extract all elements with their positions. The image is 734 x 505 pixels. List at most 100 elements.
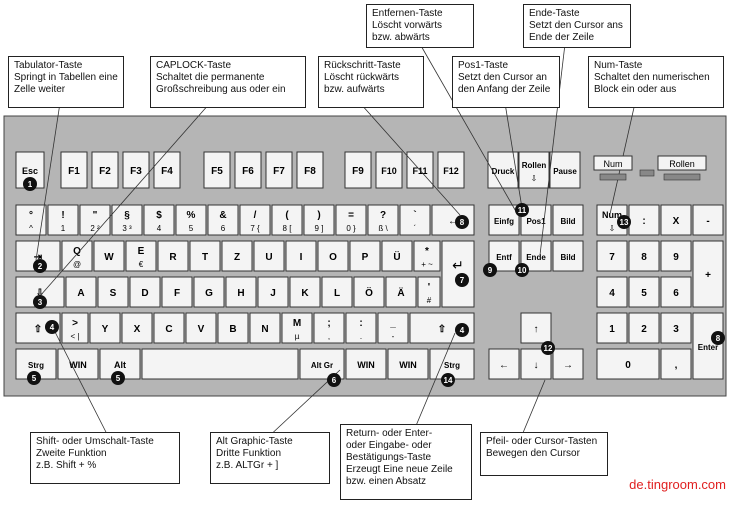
key-less[interactable] — [61, 312, 89, 344]
key-l[interactable] — [321, 276, 353, 308]
key-bild-down[interactable] — [552, 240, 584, 272]
key-r[interactable] — [157, 240, 189, 272]
key-num-7[interactable] — [596, 240, 628, 272]
key-pause[interactable] — [549, 151, 581, 189]
key-num-1[interactable] — [596, 312, 628, 344]
key-f1[interactable] — [60, 151, 88, 189]
key-f8[interactable] — [296, 151, 324, 189]
key-h[interactable] — [225, 276, 257, 308]
key-comma[interactable] — [313, 312, 345, 344]
key-9[interactable] — [303, 204, 335, 236]
key-acute[interactable] — [399, 204, 431, 236]
key-j[interactable] — [257, 276, 289, 308]
key-period[interactable] — [345, 312, 377, 344]
key-a[interactable] — [65, 276, 97, 308]
key-f7[interactable] — [265, 151, 293, 189]
key-minus-label: _ — [389, 318, 396, 329]
key-num-8[interactable] — [628, 240, 660, 272]
key-num-9[interactable] — [660, 240, 692, 272]
key-w[interactable] — [93, 240, 125, 272]
key-rollen-sublabel: ⇩ — [531, 174, 538, 183]
key-3[interactable] — [111, 204, 143, 236]
key-num-4[interactable] — [596, 276, 628, 308]
key-z[interactable] — [221, 240, 253, 272]
key-5[interactable] — [175, 204, 207, 236]
key-win-right[interactable] — [345, 348, 387, 380]
key-num-3[interactable] — [660, 312, 692, 344]
key-ue[interactable] — [381, 240, 413, 272]
key-g[interactable] — [193, 276, 225, 308]
key-einfg[interactable] — [488, 204, 520, 236]
key-v[interactable] — [185, 312, 217, 344]
key-hash[interactable] — [417, 276, 441, 308]
key-menu[interactable] — [387, 348, 429, 380]
key-1[interactable] — [47, 204, 79, 236]
key-space[interactable] — [141, 348, 299, 380]
key-oe[interactable] — [353, 276, 385, 308]
key-num-mul[interactable] — [660, 204, 692, 236]
callout-shift-line: Shift- oder Umschalt-Taste — [36, 436, 154, 447]
key-i[interactable] — [285, 240, 317, 272]
key-f5[interactable] — [203, 151, 231, 189]
key-f[interactable] — [161, 276, 193, 308]
key-s[interactable] — [97, 276, 129, 308]
key-q[interactable] — [61, 240, 93, 272]
key-8[interactable] — [271, 204, 303, 236]
key-o[interactable] — [317, 240, 349, 272]
key-bild-up[interactable] — [552, 204, 584, 236]
key-f3[interactable] — [122, 151, 150, 189]
key-y[interactable] — [89, 312, 121, 344]
key-alt-label: Alt — [114, 360, 126, 370]
key-b[interactable] — [217, 312, 249, 344]
badge-13 — [617, 215, 631, 229]
key-num-0[interactable] — [596, 348, 660, 380]
key-arrow-right[interactable] — [552, 348, 584, 380]
key-num-div[interactable] — [628, 204, 660, 236]
key-f4[interactable] — [153, 151, 181, 189]
key-c-label: C — [165, 324, 172, 335]
key-x[interactable] — [121, 312, 153, 344]
key-t[interactable] — [189, 240, 221, 272]
key-arrow-up[interactable] — [520, 312, 552, 344]
key-rollen[interactable] — [518, 151, 550, 189]
key-circumflex[interactable] — [15, 204, 47, 236]
indicator-rollen-label: Rollen — [669, 159, 695, 169]
key-7[interactable] — [239, 204, 271, 236]
key-arrow-left[interactable] — [488, 348, 520, 380]
key-2[interactable] — [79, 204, 111, 236]
key-4[interactable] — [143, 204, 175, 236]
key-u[interactable] — [253, 240, 285, 272]
key-num-5[interactable] — [628, 276, 660, 308]
key-m[interactable] — [281, 312, 313, 344]
key-f12[interactable] — [437, 151, 465, 189]
key-f6[interactable] — [234, 151, 262, 189]
key-minus[interactable] — [377, 312, 409, 344]
key-0[interactable] — [335, 204, 367, 236]
key-e[interactable] — [125, 240, 157, 272]
key-5-label: % — [187, 210, 196, 221]
key-druck[interactable] — [487, 151, 519, 189]
key-f9[interactable] — [344, 151, 372, 189]
key-num-6[interactable] — [660, 276, 692, 308]
key-k-label: K — [301, 288, 309, 299]
key-num-minus[interactable] — [692, 204, 724, 236]
key-k[interactable] — [289, 276, 321, 308]
key-p[interactable] — [349, 240, 381, 272]
key-num-2[interactable] — [628, 312, 660, 344]
key-enter[interactable] — [441, 240, 475, 308]
key-f10-label: F10 — [381, 166, 397, 176]
key-num-dec[interactable] — [660, 348, 692, 380]
key-win-left[interactable] — [57, 348, 99, 380]
key-ae[interactable] — [385, 276, 417, 308]
key-plus[interactable] — [413, 240, 441, 272]
key-d[interactable] — [129, 276, 161, 308]
key-c[interactable] — [153, 312, 185, 344]
key-sz[interactable] — [367, 204, 399, 236]
key-f2[interactable] — [91, 151, 119, 189]
key-f10[interactable] — [375, 151, 403, 189]
key-num-enter[interactable] — [692, 312, 724, 380]
key-6[interactable] — [207, 204, 239, 236]
key-n[interactable] — [249, 312, 281, 344]
key-num-plus[interactable] — [692, 240, 724, 308]
